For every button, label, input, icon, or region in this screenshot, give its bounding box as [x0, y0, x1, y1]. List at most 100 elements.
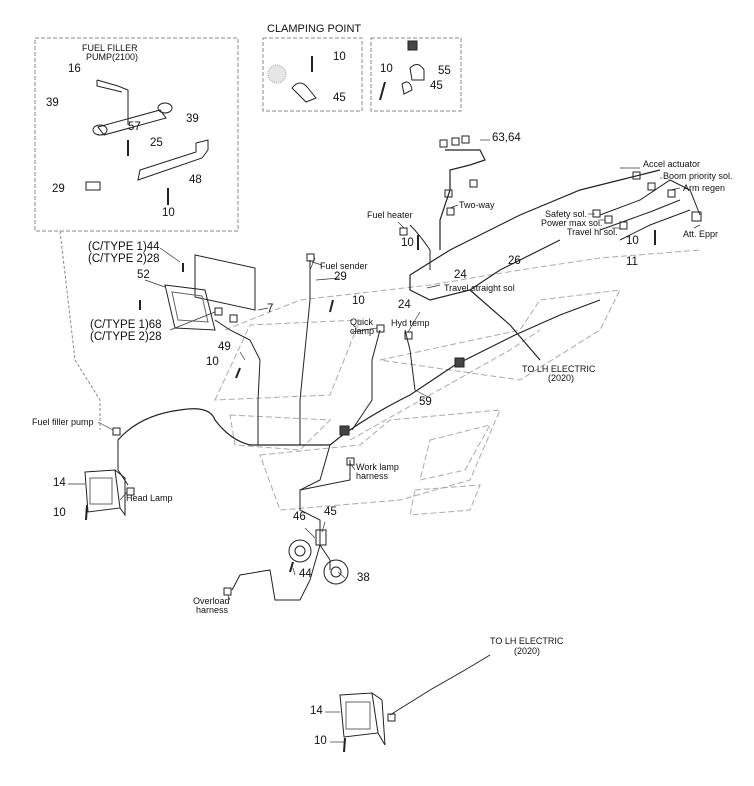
harness-upper2	[409, 239, 561, 301]
part-7: 7	[267, 303, 274, 315]
part-63-64: 63,64	[492, 132, 521, 144]
part-14-upper: 14	[53, 477, 66, 489]
part-57: 57	[128, 121, 141, 133]
label-fuel-sender: Fuel sender	[320, 261, 368, 271]
harness-hyd	[404, 329, 416, 391]
part-10-lamp2: 10	[314, 735, 327, 747]
harness-worklamp	[299, 460, 351, 491]
clamp-marker-2	[339, 425, 350, 436]
fuel-filler-inset-frame	[34, 37, 239, 232]
part-16: 16	[68, 63, 81, 75]
part-49: 49	[218, 341, 231, 353]
harness-sol-branch3	[619, 209, 691, 241]
harness-sender	[299, 260, 311, 445]
part-10-clamp2: 10	[380, 63, 393, 75]
label-accel-actuator: Accel actuator	[643, 159, 701, 169]
harness-main	[117, 299, 601, 446]
clamp2-marker	[407, 40, 418, 51]
harness-heater	[409, 224, 431, 270]
inset-leader-line	[59, 230, 101, 430]
label-two-way: Two-way	[459, 200, 495, 210]
part-10-right: 10	[626, 235, 639, 247]
label-overload: Overload	[193, 596, 230, 606]
clamp-55	[409, 64, 425, 81]
part-10-heater: 10	[401, 237, 414, 249]
part-48: 48	[189, 174, 202, 186]
head-lamp-lower	[339, 692, 386, 746]
part-45-clamp2: 45	[430, 80, 443, 92]
part-52: 52	[137, 269, 150, 281]
body-panel-4	[379, 289, 621, 381]
clamping-point-frame	[262, 37, 363, 112]
label-overload-harness: harness	[196, 605, 229, 615]
part-46: 46	[293, 511, 306, 523]
part-39-right: 39	[186, 113, 199, 125]
body-panel-1	[214, 319, 361, 401]
harness-lamp	[117, 440, 129, 486]
clamp-45	[291, 82, 317, 103]
label-travel-hi: Travel hi sol.	[567, 227, 618, 237]
label-ctype1-68: (C/TYPE 1)68	[90, 319, 162, 331]
harness-upper	[409, 169, 661, 276]
label-to-lh-electric-2b: (2020)	[514, 646, 541, 656]
label-work-lamp: Work lamp	[356, 462, 399, 472]
part-29: 29	[334, 271, 347, 283]
part-39-left: 39	[46, 97, 59, 109]
connectors	[112, 135, 702, 722]
part-10-inset: 10	[162, 207, 175, 219]
clamping-point-title: CLAMPING POINT	[267, 23, 362, 35]
part-55: 55	[438, 65, 451, 77]
label-work-lamp-harness: harness	[356, 471, 389, 481]
label-to-lh-electric-2a: TO LH ELECTRIC	[490, 636, 564, 646]
label-to-lh-electric-1b: (2020)	[548, 373, 575, 383]
head-lamp-upper	[84, 469, 126, 517]
horn-44	[288, 539, 312, 563]
body-panel-3	[259, 409, 501, 511]
label-quick: Quick	[350, 317, 374, 327]
body-panel-2	[229, 414, 332, 451]
harness-horn2	[319, 544, 331, 570]
clamp-39-right	[157, 102, 173, 114]
ecm-52-face	[171, 291, 209, 323]
label-ctype1-44: (C/TYPE 1)44	[88, 241, 160, 253]
part-45: 45	[324, 506, 337, 518]
clamp-point-marker	[267, 64, 287, 84]
part-24-upper: 24	[454, 269, 467, 281]
bolts	[85, 230, 656, 753]
fuel-filler-title-1: FUEL FILLER	[82, 43, 138, 53]
label-head-lamp: Head Lamp	[126, 493, 173, 503]
horn-38	[323, 559, 349, 585]
part-14-lower: 14	[310, 705, 323, 717]
pipe-57	[97, 109, 167, 136]
part-10-ecm: 10	[206, 356, 219, 368]
bracket-16	[96, 79, 129, 125]
label-ctype2-28b: (C/TYPE 2)28	[90, 331, 162, 343]
part-44: 44	[299, 568, 312, 580]
clamp-45b	[401, 81, 413, 95]
part-25: 25	[150, 137, 163, 149]
part-38: 38	[357, 572, 370, 584]
mounting-plate-7	[194, 254, 256, 311]
harness-sol-branch2	[599, 199, 681, 231]
label-power-max: Power max sol.	[541, 218, 603, 228]
harness-63-64	[439, 149, 486, 250]
fuel-filler-title-2: PUMP(2100)	[86, 52, 139, 62]
label-fuel-heater: Fuel heater	[367, 210, 413, 220]
part-24-lower: 24	[398, 299, 411, 311]
bracket-48	[137, 139, 209, 181]
label-safety-sol: Safety sol.	[545, 209, 588, 219]
part-59: 59	[419, 396, 432, 408]
label-arm-regen: Arm regen	[683, 183, 726, 193]
body-panel-7	[349, 329, 541, 441]
part-45-clamp: 45	[333, 92, 346, 104]
label-att-eppr: Att. Eppr	[683, 229, 719, 239]
label-to-lh-electric-1a: TO LH ELECTRIC	[522, 364, 596, 374]
label-travel-straight: Travel straight sol	[444, 283, 515, 293]
part-26: 26	[508, 255, 521, 267]
label-boom-priority: Boom priority sol.	[663, 171, 733, 181]
harness-lamp2	[389, 654, 491, 716]
part-29-inset: 29	[52, 183, 65, 195]
ecm-52	[164, 284, 216, 331]
